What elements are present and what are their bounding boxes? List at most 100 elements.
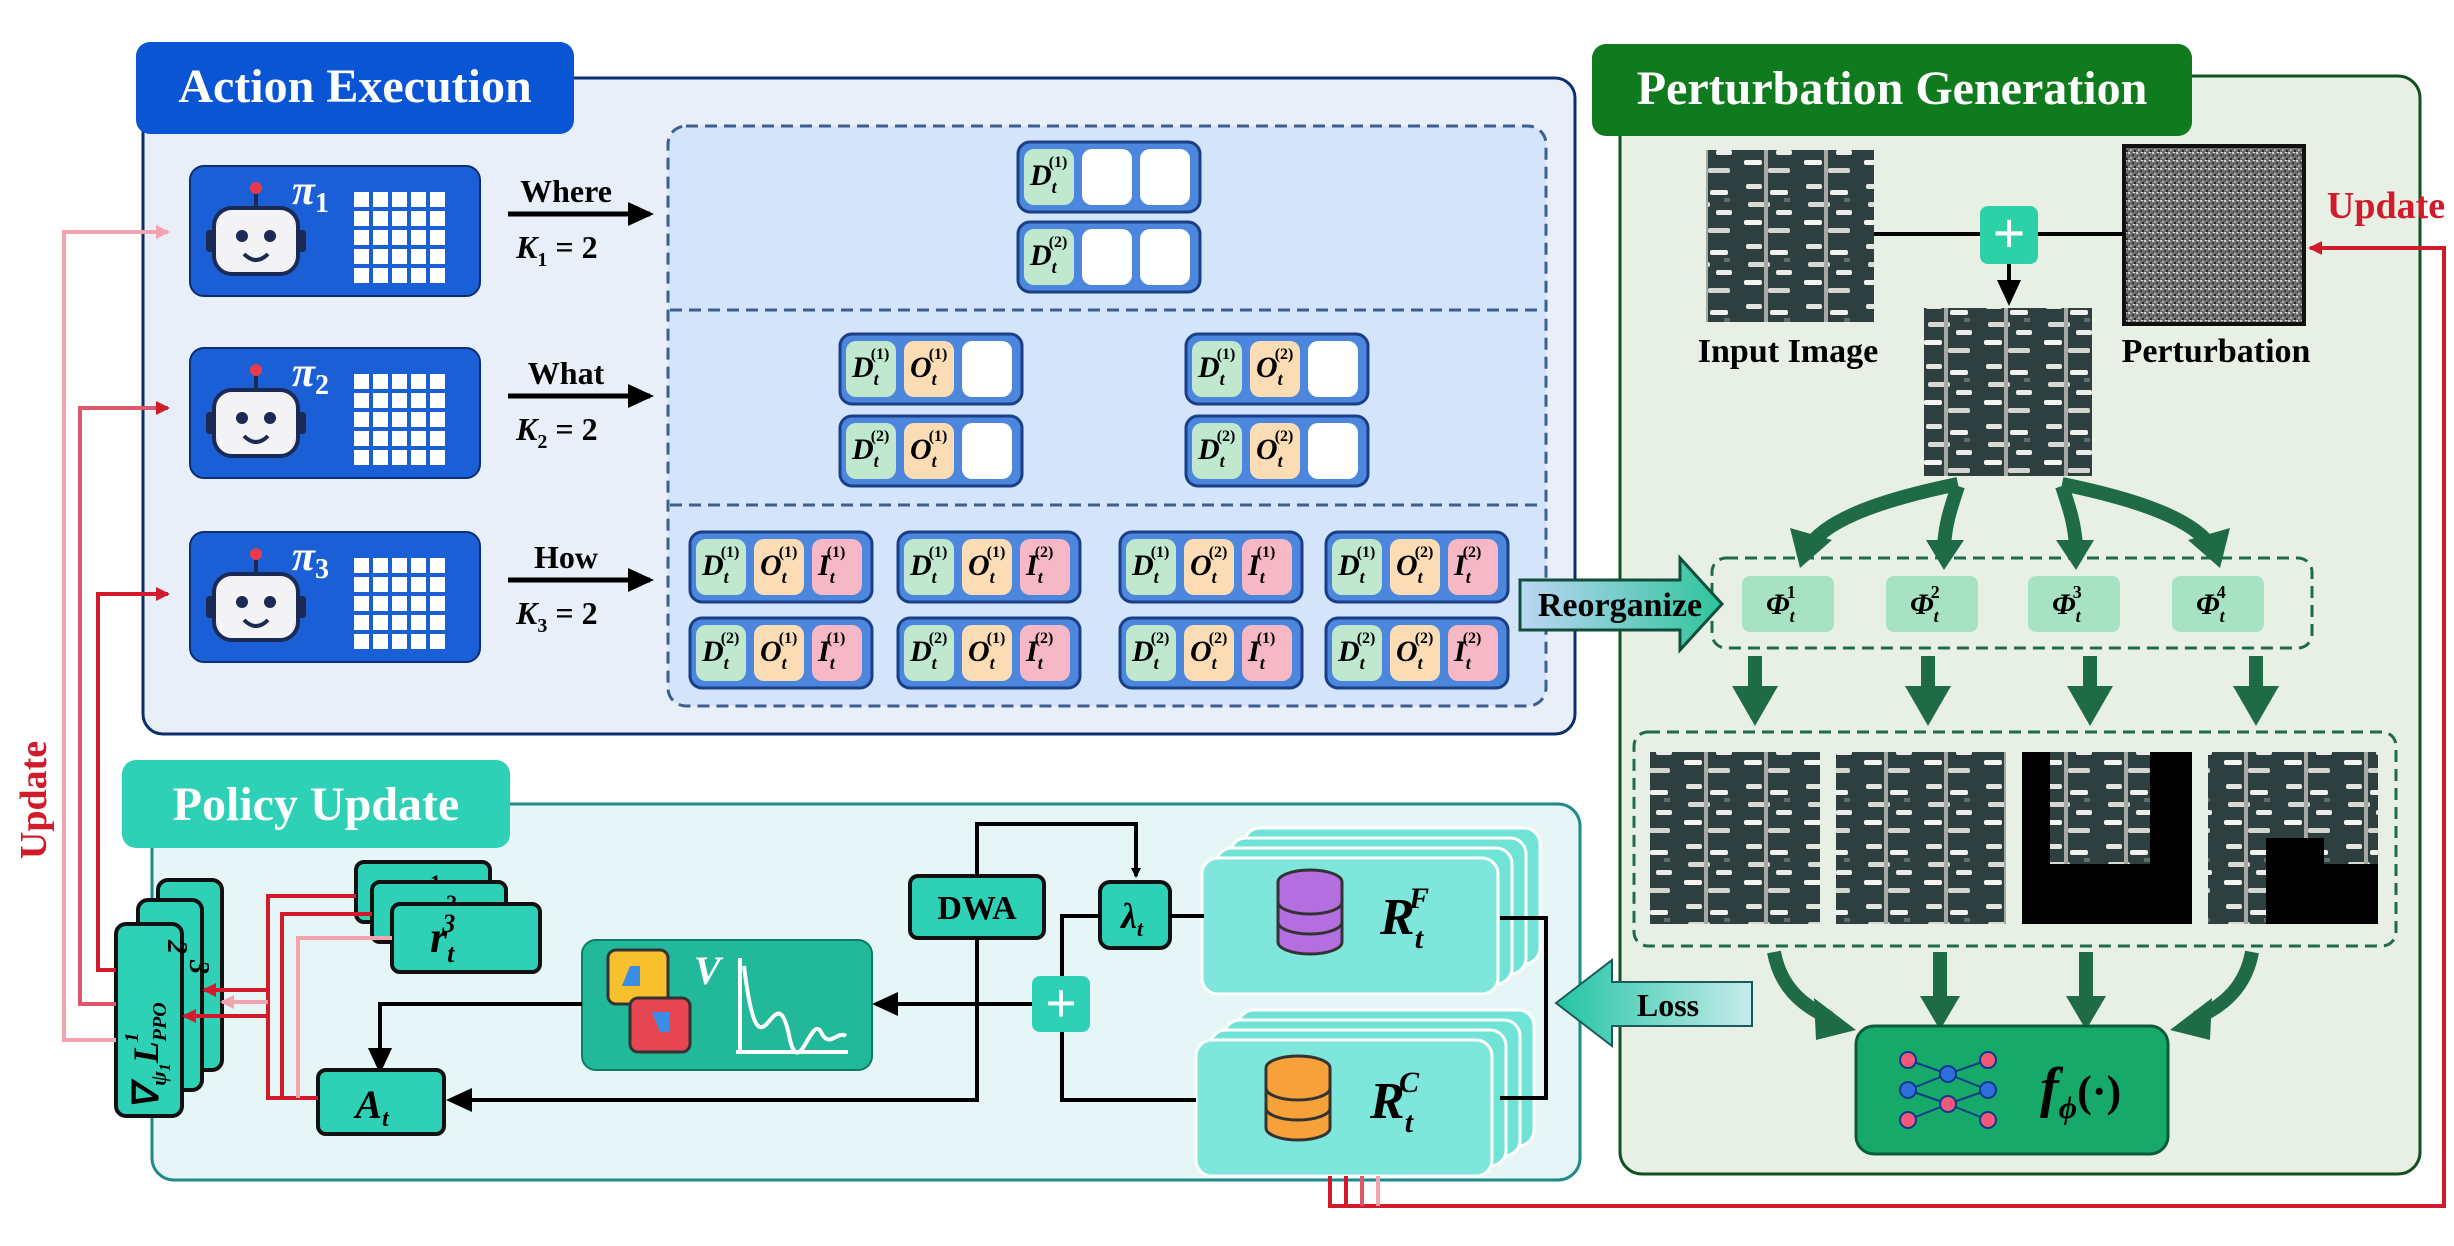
input-image — [1706, 150, 1874, 322]
left-update-label: Update — [13, 741, 55, 859]
token-grid: Dt(1)Dt(2)Dt(1)Ot(1)Dt(1)Ot(2)Dt(2)Ot(1)… — [688, 140, 1510, 690]
robot-icon — [206, 364, 306, 458]
svg-text:2: 2 — [161, 939, 192, 954]
feedback-icon — [606, 948, 692, 1054]
input-image-label: Input Image — [1698, 333, 1878, 370]
svg-text:Dt(2): Dt(2) — [1131, 630, 1169, 673]
phi-item-3: Φt3 — [2028, 576, 2120, 632]
add-plus-box — [1980, 206, 2038, 264]
reward-label: rt3 — [430, 909, 455, 968]
svg-text:It(1): It(1) — [1247, 630, 1275, 673]
action-type-label: What — [528, 355, 605, 391]
gradient-stack: 3 2 ∇ψ1LPPO1 — [114, 878, 224, 1118]
dwa-to-lambda-line — [975, 822, 1141, 878]
action-token-group: Dt(1)Ot(1)It(1) — [688, 530, 874, 604]
svg-text:Ot(1): Ot(1) — [968, 544, 1005, 587]
policy-title-badge — [122, 760, 510, 848]
value-label: V — [694, 948, 724, 993]
action-token-group: Dt(2) Ot(1) It(2) — [896, 616, 1082, 690]
oscillation-chart-icon — [736, 958, 848, 1055]
svg-text:Ot(2): Ot(2) — [1396, 544, 1433, 587]
svg-text:Dt(2): Dt(2) — [909, 630, 947, 673]
phi-item-1: Φt1 — [1742, 576, 1834, 632]
svg-text:Ot(2): Ot(2) — [1256, 428, 1293, 471]
k-value-label: K2 = 2 — [515, 411, 598, 453]
perturb-title-badge — [1592, 44, 2192, 136]
right-update-loop — [1328, 241, 2446, 1208]
reward-feature-label: RtF — [1379, 882, 1429, 955]
perturbation-panel: Perturbation Generation Input Image Pert… — [1592, 44, 2422, 1176]
loss-arrow — [1554, 957, 1753, 1049]
svg-text:Dt(1): Dt(1) — [701, 544, 739, 587]
action-title: Action Execution — [178, 60, 531, 113]
action-token-group: Dt(2)Ot(1)It(1) — [688, 616, 874, 690]
converge-arrowheads — [1814, 996, 2212, 1040]
value-to-advantage-arrow — [368, 1002, 582, 1074]
loss-label: Loss — [1637, 987, 1699, 1023]
svg-text:Φt2: Φt2 — [1910, 582, 1940, 626]
svg-text:Ot(2): Ot(2) — [1190, 630, 1227, 673]
svg-text:3: 3 — [183, 959, 214, 974]
lambda-label: λt — [1119, 896, 1144, 941]
phi-down-arrows — [1732, 656, 2279, 726]
perturbation-image — [2122, 144, 2306, 326]
reorganize-arrow: Reorganize — [1518, 554, 1725, 654]
svg-text:Φt1: Φt1 — [1766, 582, 1796, 626]
action-token-group: Dt(2)Ot(2)It(2) — [1324, 616, 1510, 690]
action-token-group: Dt(1) — [1016, 140, 1202, 214]
svg-text:It(2): It(2) — [1453, 630, 1481, 673]
sum-plus-icon: + — [1045, 973, 1077, 1035]
policy-grid-icon — [354, 192, 445, 283]
svg-text:It(1): It(1) — [817, 630, 845, 673]
add-plus-icon: + — [1992, 201, 2025, 266]
augmented-images — [1650, 752, 2378, 924]
model-label: fϕ(·) — [2040, 1057, 2121, 1125]
action-token-group: Dt(2) Ot(2) It(1) — [1118, 616, 1304, 690]
augmented-container — [1632, 730, 2398, 948]
reward-classification-stack: RtC — [1194, 1008, 1536, 1178]
policy-grid-icon — [354, 374, 445, 465]
svg-text:It(2): It(2) — [1025, 630, 1053, 673]
action-token-group: Dt(1)Ot(1) — [838, 332, 1024, 406]
reward-bracket — [1500, 916, 1548, 1100]
phi-item-2: Φt2 — [1886, 576, 1978, 632]
svg-text:It(2): It(2) — [1453, 544, 1481, 587]
svg-text:Dt(2): Dt(2) — [1029, 234, 1067, 277]
right-update-label: Update — [2327, 185, 2445, 227]
left-update-loops — [62, 225, 170, 1042]
policy-title: Policy Update — [173, 778, 460, 831]
k-value-label: K3 = 2 — [515, 595, 598, 637]
svg-text:Ot(2): Ot(2) — [1396, 630, 1433, 673]
reward-classification-label: RtC — [1369, 1066, 1420, 1139]
policy-update-panel: Policy Update RtF RtC Loss — [13, 225, 1753, 1182]
svg-text:Dt(1): Dt(1) — [909, 544, 947, 587]
dwa-to-advantage-arrow — [446, 938, 979, 1112]
reward-stack: 1 2 rt3 — [354, 860, 542, 974]
model-box — [1854, 1024, 2170, 1156]
action-title-badge — [136, 42, 574, 134]
dwa-label: DWA — [937, 890, 1017, 927]
svg-text:Φt4: Φt4 — [2196, 582, 2226, 626]
svg-text:Ot(1): Ot(1) — [910, 346, 947, 389]
robot-icon — [206, 182, 306, 276]
action-type-label: How — [534, 539, 598, 575]
advantage-box — [316, 1068, 446, 1136]
svg-text:Ot(1): Ot(1) — [760, 544, 797, 587]
perturbed-image — [1924, 308, 2092, 476]
action-token-group: Dt(1)Ot(2)It(2) — [1324, 530, 1510, 604]
svg-text:Dt(2): Dt(2) — [851, 428, 889, 471]
svg-text:Ot(1): Ot(1) — [760, 630, 797, 673]
phi-list: Φt1 Φt2 Φt3 Φt4 — [1742, 576, 2264, 632]
reward-feature-stack: RtF — [1200, 826, 1542, 996]
action-token-group: Dt(2) — [1016, 220, 1202, 294]
phi-item-4: Φt4 — [2172, 576, 2264, 632]
action-type-label: Where — [520, 173, 612, 209]
perturb-title: Perturbation Generation — [1637, 62, 2148, 115]
svg-text:Ot(1): Ot(1) — [968, 630, 1005, 673]
